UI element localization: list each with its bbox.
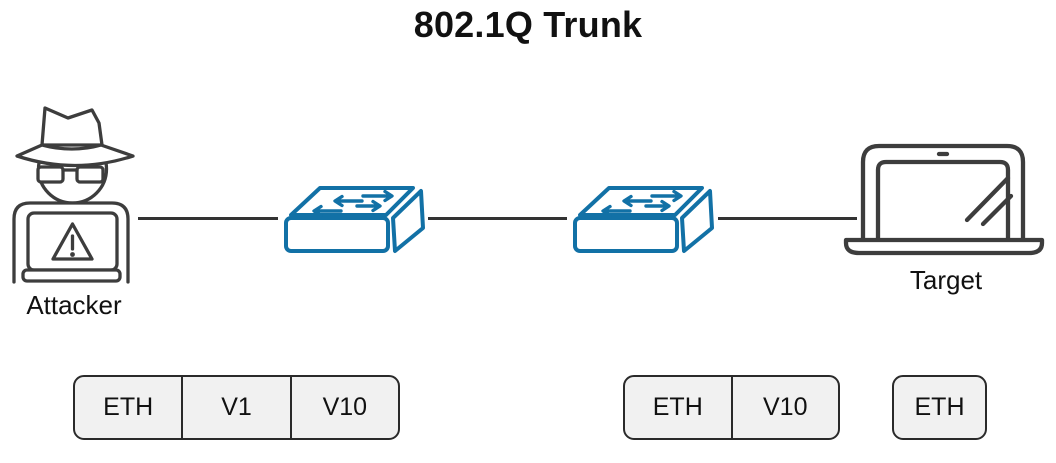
arrow-right-icon: [361, 189, 394, 203]
switch2-icon: [573, 186, 714, 253]
arrow-right-icon: [650, 189, 683, 203]
target-label: Target: [909, 265, 983, 295]
arrow-left-icon: [601, 204, 632, 218]
laptop-icon: [843, 143, 1045, 256]
arrow-left-icon: [622, 194, 653, 208]
link-attacker-to-switch1: [138, 217, 278, 220]
hat-brim: [15, 143, 135, 168]
arrow-left-icon: [333, 194, 364, 208]
link-switch2-to-target: [718, 217, 857, 220]
arrow-right-icon: [644, 199, 671, 213]
hat-crown: [40, 106, 104, 147]
arrow-left-icon: [312, 204, 343, 218]
frame-cell-eth: ETH: [625, 377, 733, 438]
frame-cell-v10: V10: [763, 393, 808, 421]
frame-single-tagged: ETH V10: [623, 375, 840, 440]
frame-cell-v1: V1: [183, 377, 292, 438]
warning-triangle-icon: [51, 222, 94, 261]
frame-double-tagged: ETH V1 V10: [73, 375, 400, 440]
frame-cell-v10: V10: [322, 393, 368, 421]
link-switch1-to-switch2: [428, 217, 567, 220]
frame-untagged: ETH: [892, 375, 987, 440]
switch-front-face: [573, 216, 679, 253]
switch-front-face: [284, 216, 390, 253]
attacker-laptop-base: [21, 268, 122, 283]
frame-cell-eth: ETH: [75, 377, 184, 438]
switch-side-face: [680, 189, 714, 253]
switch-side-face: [391, 189, 425, 253]
warning-exclamation-dot: [70, 252, 75, 257]
switch1-icon: [284, 186, 425, 253]
attacker-label: Attacker: [26, 290, 122, 320]
attacker-icon: [12, 106, 135, 284]
laptop-screen-inner: [875, 159, 1011, 243]
frame-cell-eth: ETH: [914, 393, 965, 421]
screen-shine: [964, 175, 1014, 227]
arrow-right-icon: [355, 199, 382, 213]
diagram-title: 802.1Q Trunk: [413, 4, 643, 45]
laptop-base: [843, 237, 1045, 256]
glasses-right-lens: [75, 165, 105, 184]
glasses-left-lens: [36, 165, 65, 184]
